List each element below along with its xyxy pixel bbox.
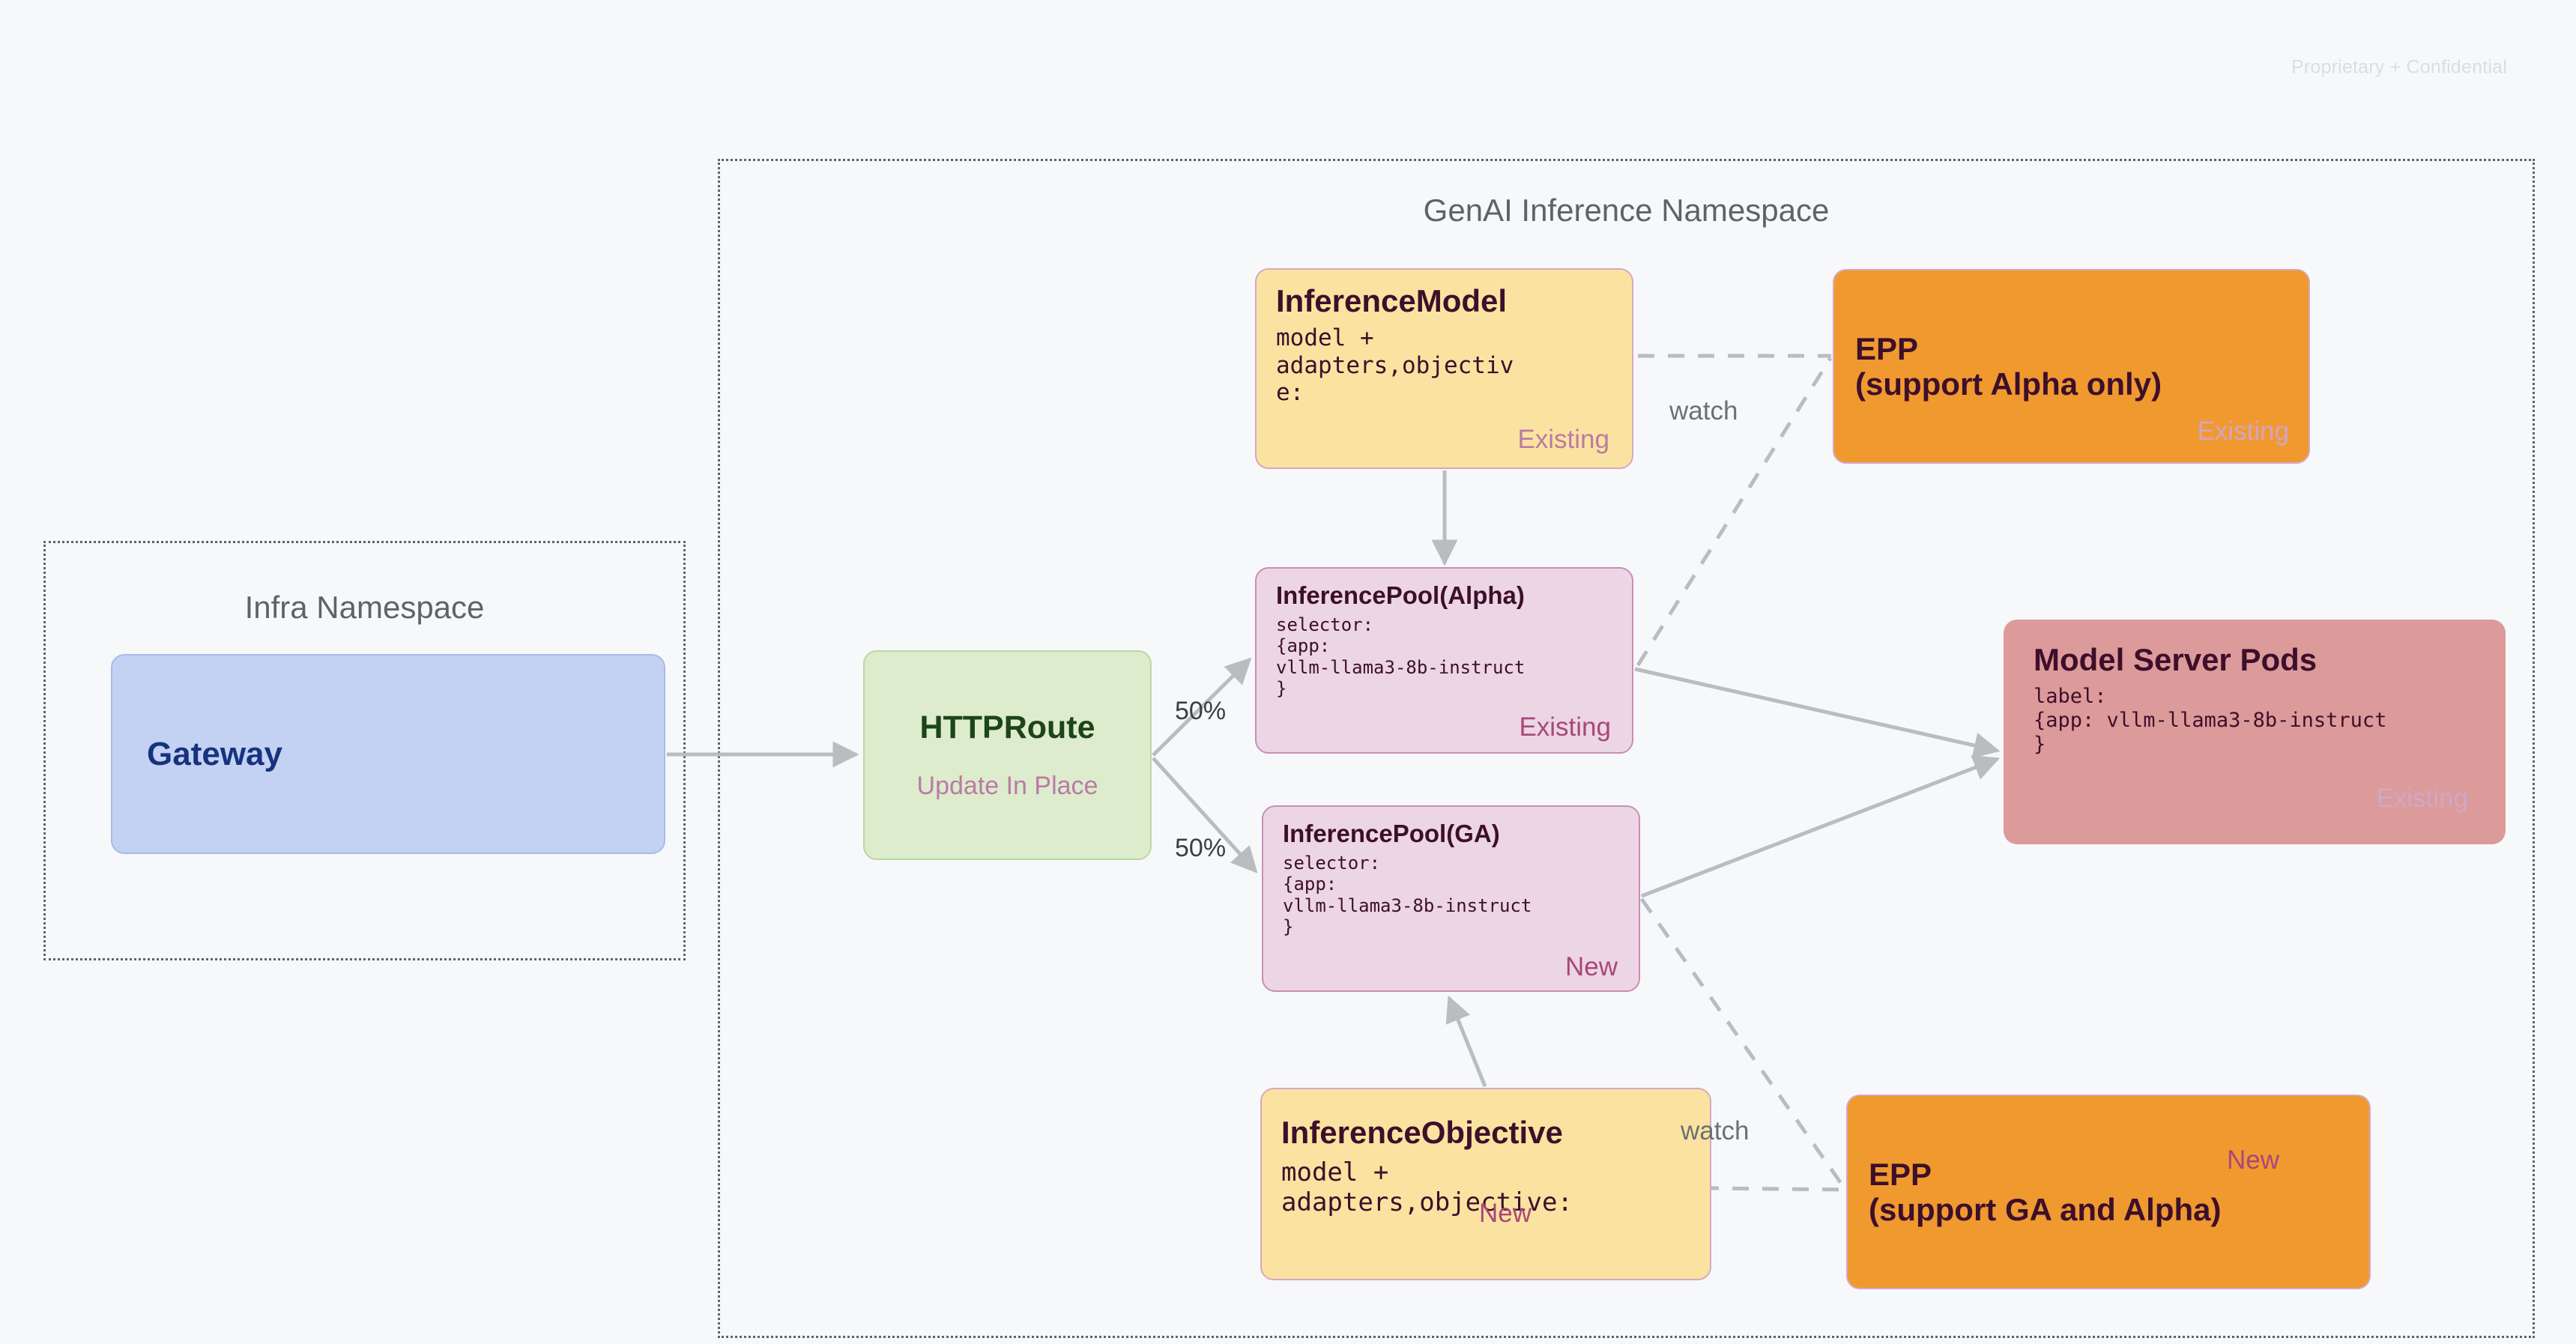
node-inference-pool-alpha-title: InferencePool(Alpha) bbox=[1276, 581, 1525, 609]
node-epp-ga[interactable]: EPP (support GA and Alpha) New bbox=[1846, 1095, 2371, 1289]
node-inference-objective[interactable]: InferenceObjective model + adapters,obje… bbox=[1260, 1088, 1711, 1280]
node-httproute[interactable]: HTTPRoute Update In Place bbox=[863, 650, 1152, 860]
node-inference-model[interactable]: InferenceModel model + adapters,objectiv… bbox=[1255, 268, 1633, 469]
node-model-server-pods[interactable]: Model Server Pods label: {app: vllm-llam… bbox=[2004, 620, 2506, 844]
node-model-server-pods-body: label: {app: vllm-llama3-8b-instruct } bbox=[2034, 685, 2387, 756]
node-inference-pool-ga-title: InferencePool(GA) bbox=[1283, 820, 1500, 847]
node-inference-objective-title: InferenceObjective bbox=[1281, 1115, 1563, 1150]
node-inference-model-title: InferenceModel bbox=[1276, 283, 1508, 318]
edge-label-split-top: 50% bbox=[1175, 697, 1227, 725]
node-gateway[interactable]: Gateway bbox=[111, 654, 665, 854]
node-inference-objective-body: model + adapters,objective: bbox=[1281, 1157, 1573, 1218]
node-inference-pool-alpha[interactable]: InferencePool(Alpha) selector: {app: vll… bbox=[1255, 567, 1633, 754]
node-epp-alpha-badge: Existing bbox=[2197, 417, 2289, 446]
node-gateway-title: Gateway bbox=[147, 735, 282, 772]
node-epp-ga-title: EPP (support GA and Alpha) bbox=[1869, 1156, 2222, 1227]
node-inference-pool-ga-badge: New bbox=[1564, 952, 1618, 981]
confidential-notice: Proprietary + Confidential bbox=[2291, 56, 2507, 78]
namespace-infra: Infra Namespace bbox=[43, 541, 686, 960]
node-model-server-pods-title: Model Server Pods bbox=[2034, 642, 2318, 677]
node-inference-model-badge: Existing bbox=[1517, 425, 1609, 454]
node-inference-pool-alpha-body: selector: {app: vllm-llama3-8b-instruct … bbox=[1276, 614, 1526, 699]
namespace-genai-title: GenAI Inference Namespace bbox=[1423, 193, 1830, 228]
node-inference-objective-badge: New bbox=[1479, 1199, 1532, 1228]
edge-label-watch-bottom: watch bbox=[1681, 1116, 1750, 1145]
node-model-server-pods-badge: Existing bbox=[2376, 784, 2468, 813]
node-inference-pool-alpha-badge: Existing bbox=[1519, 712, 1611, 742]
node-inference-pool-ga-body: selector: {app: vllm-llama3-8b-instruct … bbox=[1283, 852, 1532, 937]
namespace-infra-title: Infra Namespace bbox=[244, 590, 485, 625]
edge-label-watch-top: watch bbox=[1669, 396, 1738, 426]
node-httproute-subtitle: Update In Place bbox=[916, 771, 1098, 800]
node-epp-alpha[interactable]: EPP (support Alpha only) Existing bbox=[1833, 269, 2310, 464]
namespace-genai: GenAI Inference Namespace bbox=[718, 159, 2535, 1338]
edge-label-split-bottom: 50% bbox=[1175, 834, 1227, 862]
node-epp-alpha-title: EPP (support Alpha only) bbox=[1855, 330, 2162, 402]
node-epp-ga-badge: New bbox=[2226, 1145, 2279, 1175]
node-inference-model-body: model + adapters,objectiv e: bbox=[1276, 324, 1514, 407]
node-httproute-title: HTTPRoute bbox=[919, 709, 1095, 746]
node-inference-pool-ga[interactable]: InferencePool(GA) selector: {app: vllm-l… bbox=[1262, 805, 1640, 992]
